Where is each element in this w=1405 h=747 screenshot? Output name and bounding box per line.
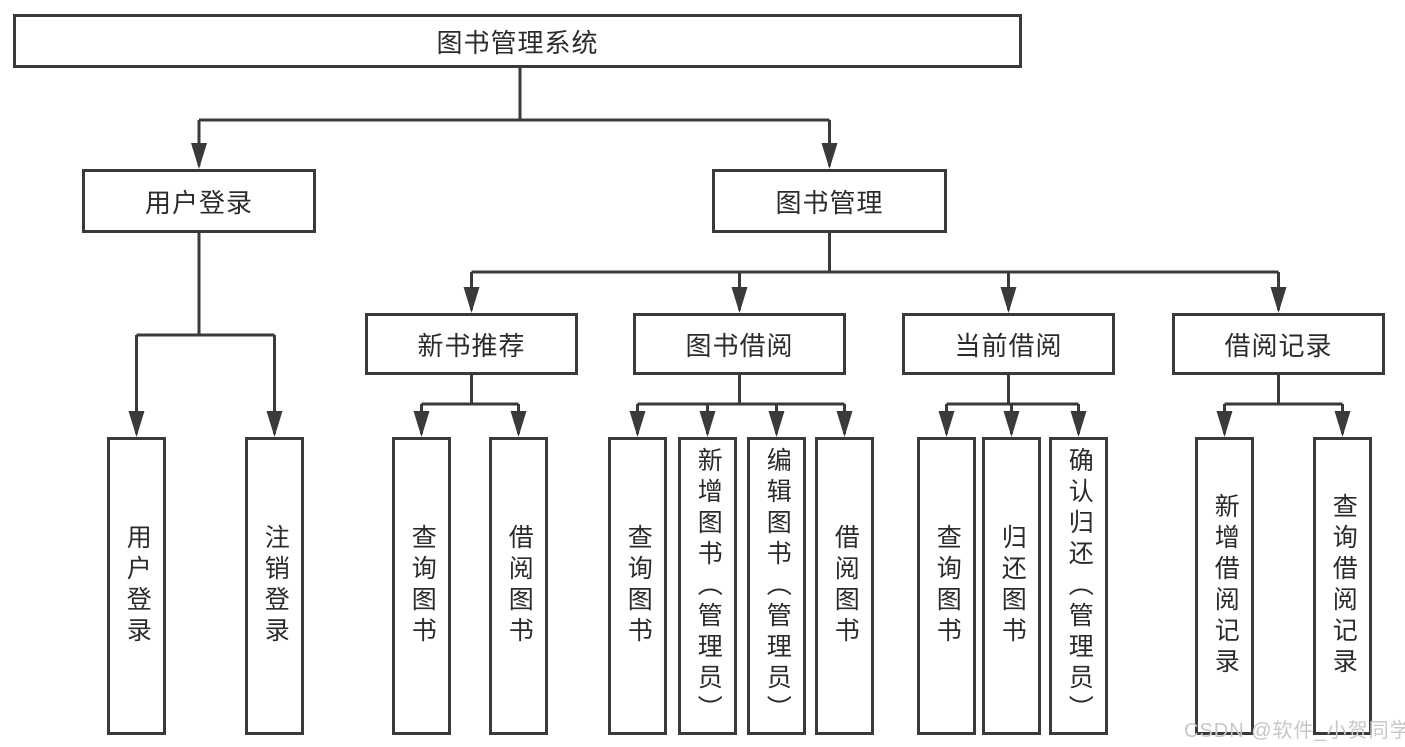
leaf-logout: 注销登录 (245, 437, 304, 735)
leaf-query-books-current: 查询图书 (917, 437, 976, 735)
leaf-logout-label: 注销登录 (261, 524, 290, 648)
node-new-book-recommend: 新书推荐 (365, 313, 578, 375)
node-book-borrow: 图书借阅 (633, 313, 846, 375)
watermark: CSDN @软件_小贺同学 (1184, 720, 1405, 742)
leaf-query-books-current-label: 查询图书 (933, 524, 962, 648)
leaf-confirm-return-admin-label: 确认归还（管理员） (1065, 446, 1094, 726)
node-user-login: 用户登录 (82, 169, 316, 233)
leaf-confirm-return-admin: 确认归还（管理员） (1049, 437, 1108, 735)
leaf-query-borrow-record: 查询借阅记录 (1313, 437, 1372, 735)
node-root: 图书管理系统 (13, 14, 1022, 68)
connector-current-borrow-children (938, 375, 1087, 437)
connector-new-book-recommend-children (413, 375, 527, 437)
node-current-borrow: 当前借阅 (902, 313, 1115, 375)
node-book-management: 图书管理 (712, 169, 947, 233)
leaf-query-books-recommend-label: 查询图书 (408, 524, 437, 648)
leaf-return-books: 归还图书 (982, 437, 1041, 735)
leaf-add-borrow-record: 新增借阅记录 (1195, 437, 1254, 735)
leaf-borrow-books-recommend: 借阅图书 (489, 437, 548, 735)
connector-root-to-level2 (191, 68, 838, 169)
leaf-borrow-books-recommend-label: 借阅图书 (505, 524, 534, 648)
leaf-query-books-recommend: 查询图书 (392, 437, 451, 735)
leaf-add-books-admin: 新增图书（管理员） (678, 437, 737, 735)
connector-user-login-children (128, 233, 283, 437)
leaf-edit-books-admin: 编辑图书（管理员） (747, 437, 806, 735)
leaf-user-login-label: 用户登录 (123, 524, 152, 648)
leaf-query-books-borrow-label: 查询图书 (624, 524, 653, 648)
leaf-add-borrow-record-label: 新增借阅记录 (1211, 493, 1240, 679)
leaf-user-login: 用户登录 (107, 437, 166, 735)
connector-borrow-records-children (1216, 375, 1351, 437)
connector-book-borrow-children (629, 375, 853, 437)
connector-book-management-children (463, 233, 1287, 313)
leaf-query-borrow-record-label: 查询借阅记录 (1329, 493, 1358, 679)
leaf-add-books-admin-label: 新增图书（管理员） (694, 446, 723, 726)
node-borrow-records: 借阅记录 (1172, 313, 1385, 375)
leaf-edit-books-admin-label: 编辑图书（管理员） (763, 446, 792, 726)
leaf-borrow-books-borrow: 借阅图书 (815, 437, 874, 735)
leaf-query-books-borrow: 查询图书 (608, 437, 667, 735)
leaf-borrow-books-borrow-label: 借阅图书 (831, 524, 860, 648)
leaf-return-books-label: 归还图书 (998, 524, 1027, 648)
